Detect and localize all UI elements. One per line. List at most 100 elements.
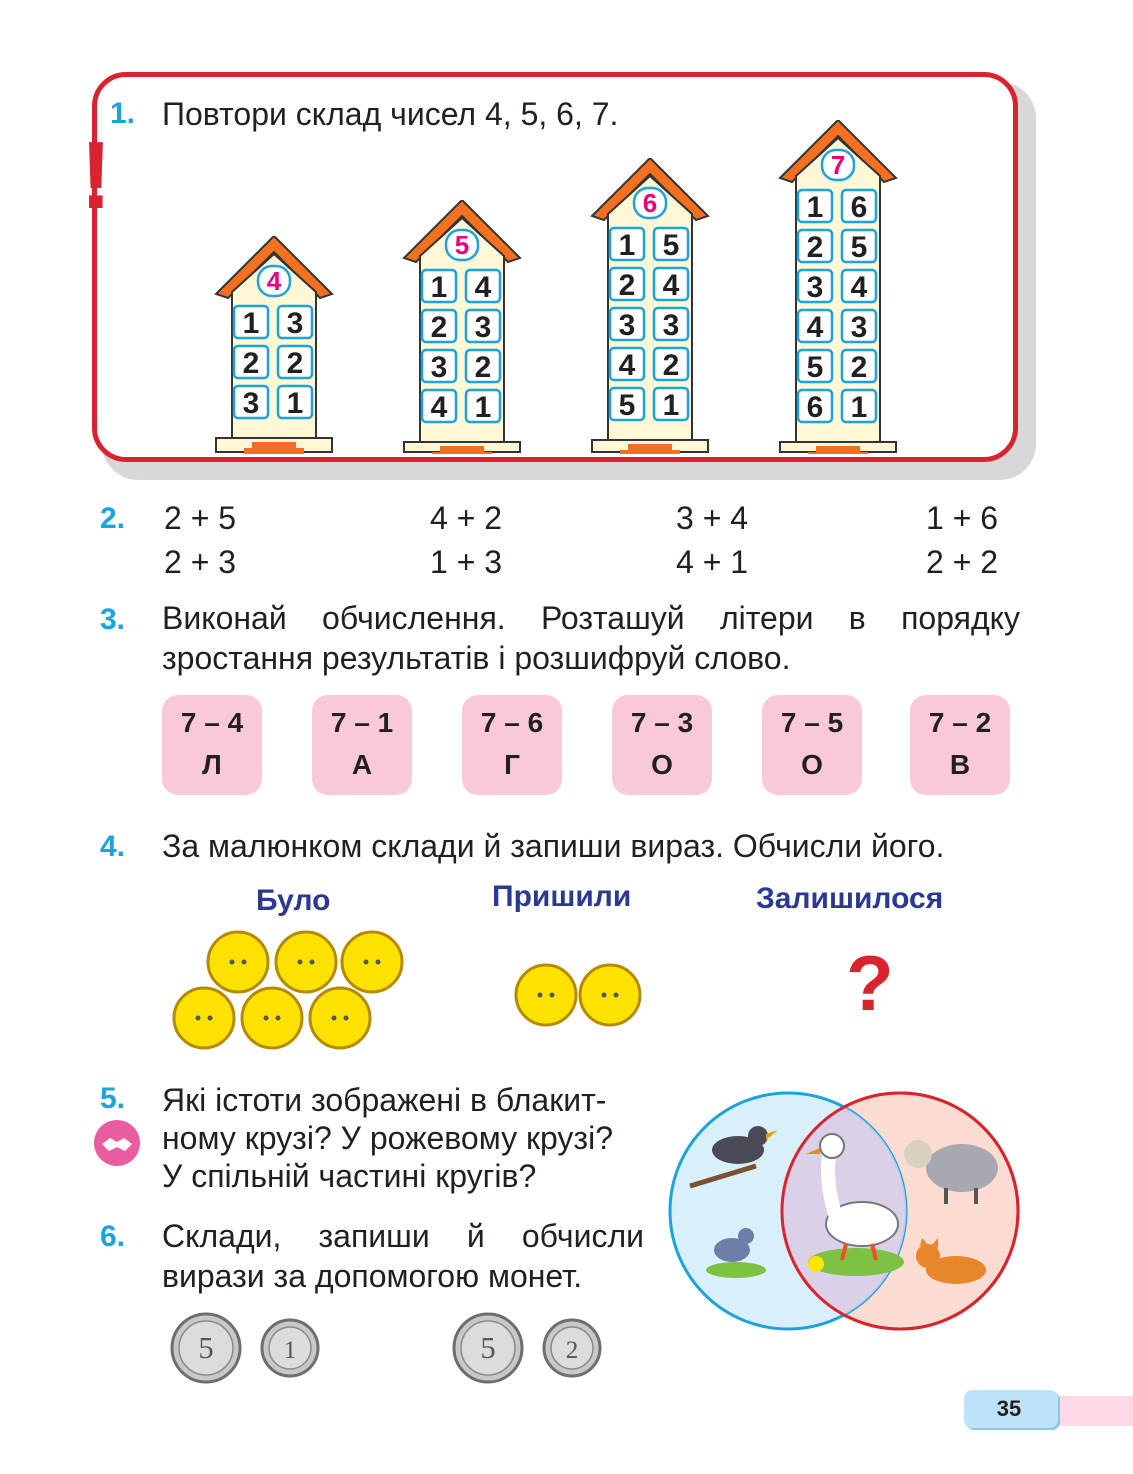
letter-card: 7 – 1 А (312, 695, 412, 795)
house-cell-number: 4 (475, 271, 492, 304)
house-cell-number: 1 (475, 391, 492, 424)
label-left: Залишилося (756, 882, 944, 915)
house-cell-number: 1 (243, 307, 260, 340)
house-cell-number: 2 (807, 231, 824, 264)
house-cell-number: 3 (807, 271, 824, 304)
task5-line3: У спільній частині кругів? (162, 1158, 537, 1194)
page-number: 35 (996, 1396, 1022, 1421)
task2-expr: 2 + 2 (926, 544, 999, 580)
exclamation-mark: ! (80, 122, 112, 229)
label-added: Пришили (492, 880, 632, 913)
task2-expr: 4 + 1 (676, 544, 749, 580)
page-tab (964, 1390, 1058, 1428)
coins-illustration: 5 1 5 2 (170, 1312, 602, 1384)
page-strip (1058, 1396, 1133, 1426)
house-cell-number: 1 (431, 271, 448, 304)
coin-icon: 1 (260, 1318, 320, 1378)
card-expression: 7 – 1 (330, 707, 394, 738)
task5-line2: ному крузі? У рожевому крузі? (162, 1120, 613, 1156)
card-letter: О (651, 749, 673, 780)
task6-number: 6. (100, 1220, 126, 1253)
task5-line1: Які істоти зображені в блакит- (162, 1082, 607, 1118)
house-cell-number: 2 (475, 351, 492, 384)
house-cell-number: 4 (431, 391, 448, 424)
house-cell-number: 1 (287, 387, 304, 420)
house-cell-number: 2 (243, 347, 260, 380)
task2-expr: 2 + 3 (164, 544, 237, 580)
letter-card: 7 – 6 Г (462, 695, 562, 795)
house-cell-number: 2 (619, 269, 636, 302)
house-cell-number: 6 (851, 191, 868, 224)
house-cell-number: 2 (287, 347, 304, 380)
task3-line1: Виконай обчислення. Розташуй літери в по… (162, 600, 1020, 636)
coin-icon: 5 (452, 1312, 524, 1384)
house-cell-number: 4 (663, 269, 680, 302)
task4-number: 4. (100, 830, 126, 863)
task6-line2: вирази за допомогою монет. (162, 1258, 583, 1294)
card-expression: 7 – 6 (480, 707, 544, 738)
letter-card: 7 – 2 В (910, 695, 1010, 795)
question-mark: ? (846, 939, 894, 1027)
card-expression: 7 – 5 (780, 707, 844, 738)
house-cell-number: 4 (807, 311, 824, 344)
task2-number: 2. (100, 502, 126, 535)
house-cell-number: 4 (619, 349, 636, 382)
letter-card: 7 – 4 Л (162, 695, 262, 795)
label-was: Було (256, 884, 331, 917)
letter-card: 7 – 5 О (762, 695, 862, 795)
house-cell-number: 4 (851, 271, 868, 304)
coin-icon: 2 (542, 1318, 602, 1378)
card-expression: 7 – 4 (180, 707, 244, 738)
card-letter: О (801, 749, 823, 780)
task1-text: Повтори склад чисел 4, 5, 6, 7. (162, 96, 619, 132)
house-cell-number: 1 (851, 391, 868, 424)
house-cell-number: 1 (807, 191, 824, 224)
task5-number: 5. (100, 1082, 126, 1115)
small-bird-icon (706, 1228, 766, 1278)
task2-expr: 1 + 3 (430, 544, 503, 580)
task2-expr: 2 + 5 (164, 500, 237, 536)
house-cell-number: 2 (851, 351, 868, 384)
coin-value: 2 (566, 1337, 579, 1364)
bird-icon (689, 1126, 778, 1189)
sheep-icon (904, 1140, 998, 1204)
house-cell-number: 1 (663, 389, 680, 422)
cat-icon (916, 1238, 986, 1284)
house-cell-number: 5 (851, 231, 868, 264)
buttons-added-illustration (514, 963, 642, 1027)
task6-line1: Склади, запиши й обчисли (162, 1218, 644, 1254)
card-expression: 7 – 3 (630, 707, 694, 738)
house-top-number: 5 (455, 230, 469, 260)
house-cell-number: 6 (807, 391, 824, 424)
coin-icon: 5 (170, 1312, 242, 1384)
card-letter: А (351, 749, 373, 780)
task2-expr: 1 + 6 (926, 500, 999, 536)
task3-line2: зростання результатів і розшифруй слово. (162, 640, 791, 676)
coin-value: 5 (198, 1331, 213, 1365)
house-cell-number: 5 (807, 351, 824, 384)
house-cell-number: 2 (663, 349, 680, 382)
coin-value: 1 (284, 1337, 297, 1364)
card-expression: 7 – 2 (928, 707, 992, 738)
venn-diagram (668, 1091, 1020, 1331)
house-top-number: 4 (267, 266, 282, 296)
handshake-icon (94, 1120, 140, 1166)
house-cell-number: 3 (431, 351, 448, 384)
task1-number: 1. (110, 97, 136, 130)
letter-card: 7 – 3 О (612, 695, 712, 795)
goose-icon (806, 1133, 904, 1276)
house-cell-number: 3 (851, 311, 868, 344)
buttons-was-illustration (172, 930, 404, 1050)
card-letter: Г (504, 749, 520, 780)
task2-expr: 3 + 4 (676, 500, 749, 536)
house-cell-number: 3 (243, 387, 260, 420)
house-top-number: 6 (643, 188, 657, 218)
house-top-number: 7 (831, 150, 845, 180)
house-cell-number: 3 (475, 311, 492, 344)
task2-expr: 4 + 2 (430, 500, 503, 536)
house-cell-number: 5 (663, 229, 680, 262)
